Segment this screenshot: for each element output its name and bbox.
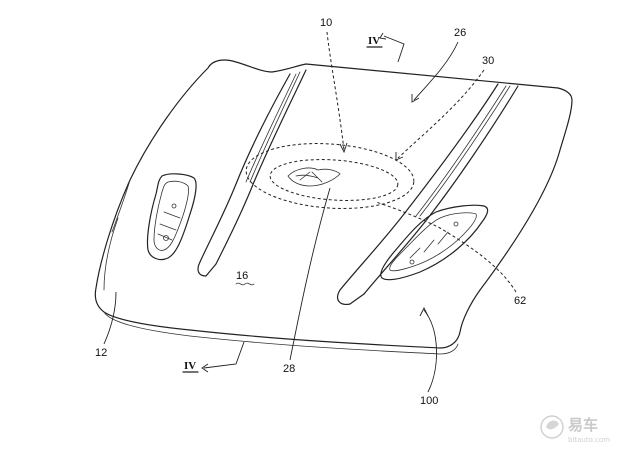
label-16: 16 — [236, 270, 248, 282]
label-28: 28 — [283, 363, 295, 375]
label-26: 26 — [454, 27, 466, 39]
label-62: 62 — [514, 295, 526, 307]
leader-12 — [103, 291, 117, 345]
section-mark-top: IV — [366, 32, 405, 63]
leader-62 — [375, 201, 517, 293]
watermark: 易车 bitauto.com — [540, 415, 610, 444]
leader-28 — [289, 187, 331, 361]
label-30: 30 — [482, 55, 494, 67]
surface-underline — [235, 282, 255, 286]
section-mark-bottom: IV — [182, 341, 245, 373]
right-ridge — [337, 83, 519, 305]
svg-text:IV: IV — [184, 360, 196, 372]
watermark-site: bitauto.com — [568, 436, 610, 444]
leader-100 — [423, 309, 437, 393]
emblem-region — [245, 143, 415, 209]
right-vent — [380, 204, 489, 281]
label-100: 100 — [420, 395, 438, 407]
leader-26 — [413, 41, 459, 101]
hood-body — [94, 59, 573, 355]
label-12: 12 — [95, 347, 107, 359]
watermark-brand: 易车 — [568, 416, 598, 434]
label-10: 10 — [320, 17, 332, 29]
leader-30 — [397, 69, 485, 159]
left-vent — [146, 173, 197, 261]
left-ridge — [197, 69, 307, 277]
svg-text:IV: IV — [368, 35, 380, 47]
leader-10 — [326, 31, 345, 151]
